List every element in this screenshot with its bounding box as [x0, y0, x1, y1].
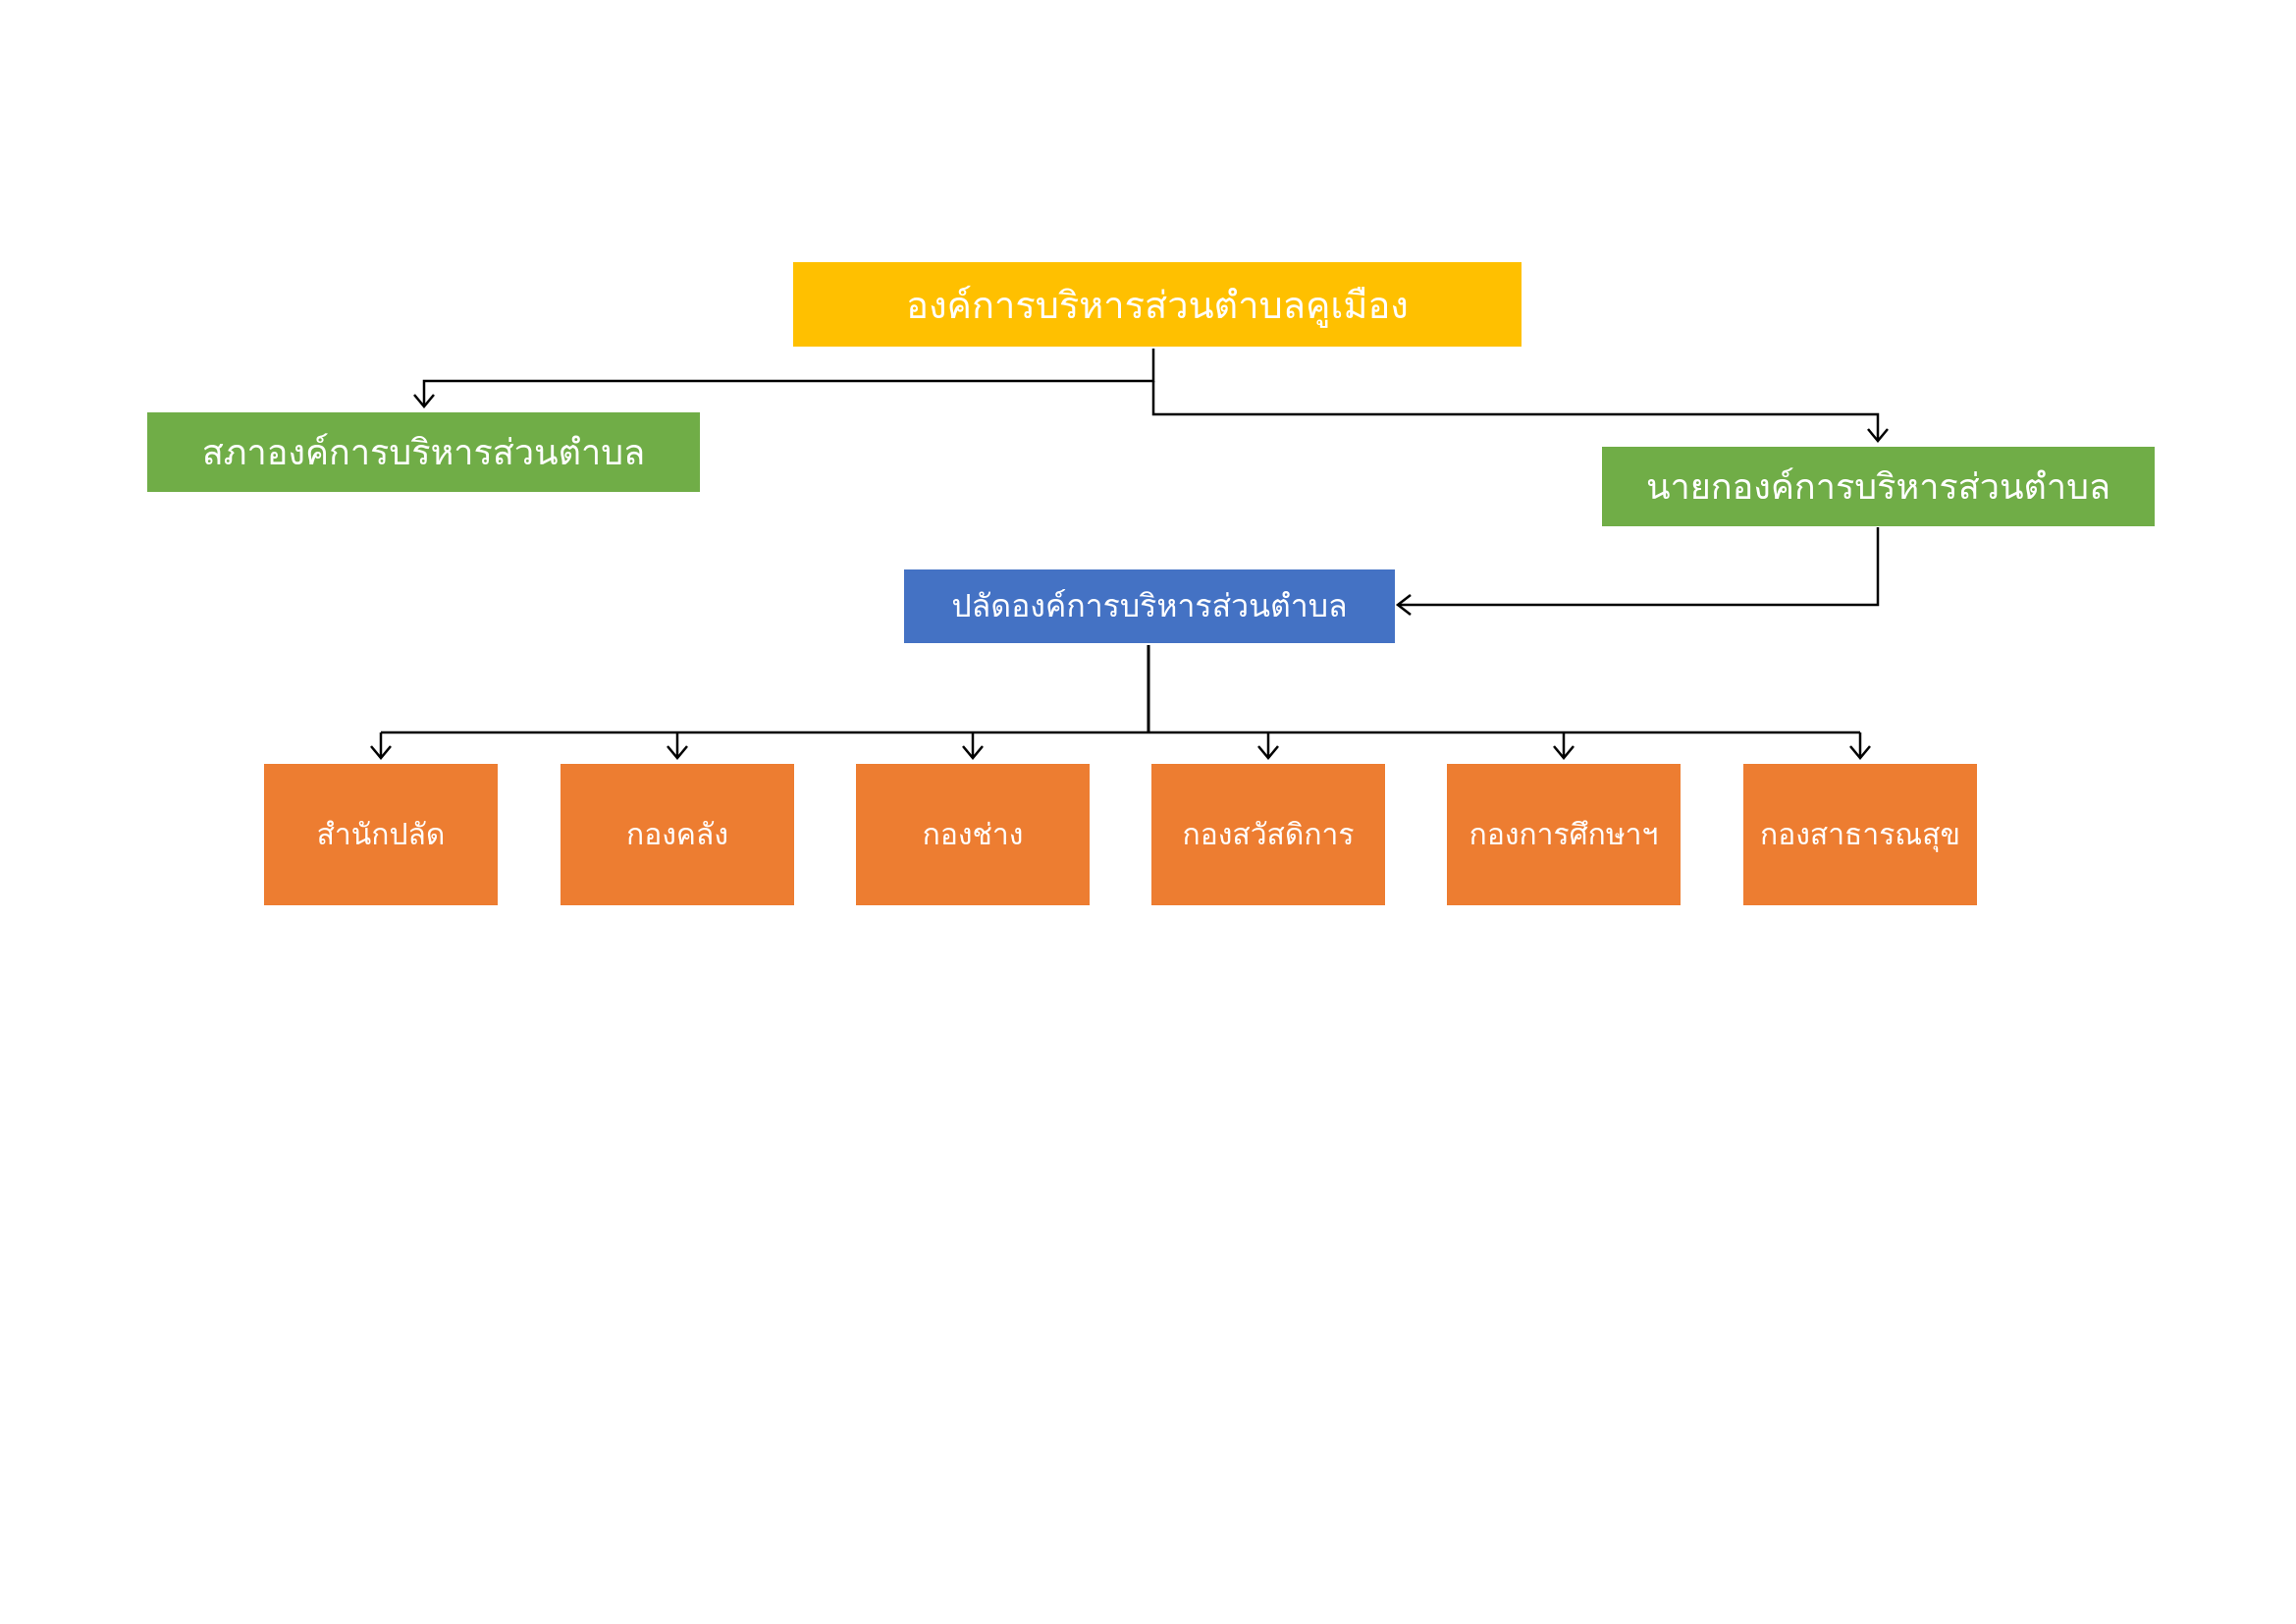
arrowhead-dept-4: [1257, 745, 1279, 760]
connector-top-to-council: [422, 349, 1155, 406]
arrowhead-dept-6: [1849, 745, 1871, 760]
arrowhead-dept-3: [962, 745, 984, 760]
clerk-label: ปลัดองค์การบริหารส่วนตำบล: [951, 587, 1348, 624]
arrowhead-mayor: [1867, 428, 1889, 443]
department-label: กองช่าง: [922, 817, 1024, 852]
department-box-engineering: กองช่าง: [856, 764, 1090, 905]
department-label: กองสาธารณสุข: [1760, 817, 1960, 852]
department-box-welfare: กองสวัสดิการ: [1151, 764, 1385, 905]
arrowhead-council: [413, 394, 435, 408]
arrowhead-clerk: [1395, 594, 1412, 616]
department-label: กองคลัง: [626, 817, 728, 852]
arrowhead-dept-5: [1553, 745, 1575, 760]
department-box-finance: กองคลัง: [561, 764, 794, 905]
department-label: สำนักปลัด: [316, 817, 446, 852]
department-box-office: สำนักปลัด: [264, 764, 498, 905]
org-top-label: องค์การบริหารส่วนตำบลคูเมือง: [906, 283, 1409, 327]
mayor-box: นายกองค์การบริหารส่วนตำบล: [1602, 447, 2155, 526]
department-box-education: กองการศึกษาฯ: [1447, 764, 1681, 905]
mayor-label: นายกองค์การบริหารส่วนตำบล: [1645, 467, 2111, 508]
clerk-box: ปลัดองค์การบริหารส่วนตำบล: [904, 569, 1395, 643]
connector-mayor-to-clerk: [1398, 527, 1880, 607]
connector-top-to-mayor: [1151, 381, 1880, 440]
arrowhead-dept-1: [370, 745, 392, 760]
arrowhead-dept-2: [667, 745, 688, 760]
department-label: กองการศึกษาฯ: [1468, 817, 1659, 852]
council-label: สภาองค์การบริหารส่วนตำบล: [201, 433, 646, 473]
council-box: สภาองค์การบริหารส่วนตำบล: [147, 412, 700, 492]
department-label: กองสวัสดิการ: [1182, 817, 1355, 852]
department-box-public-health: กองสาธารณสุข: [1743, 764, 1977, 905]
org-top-box: องค์การบริหารส่วนตำบลคูเมือง: [793, 262, 1522, 347]
